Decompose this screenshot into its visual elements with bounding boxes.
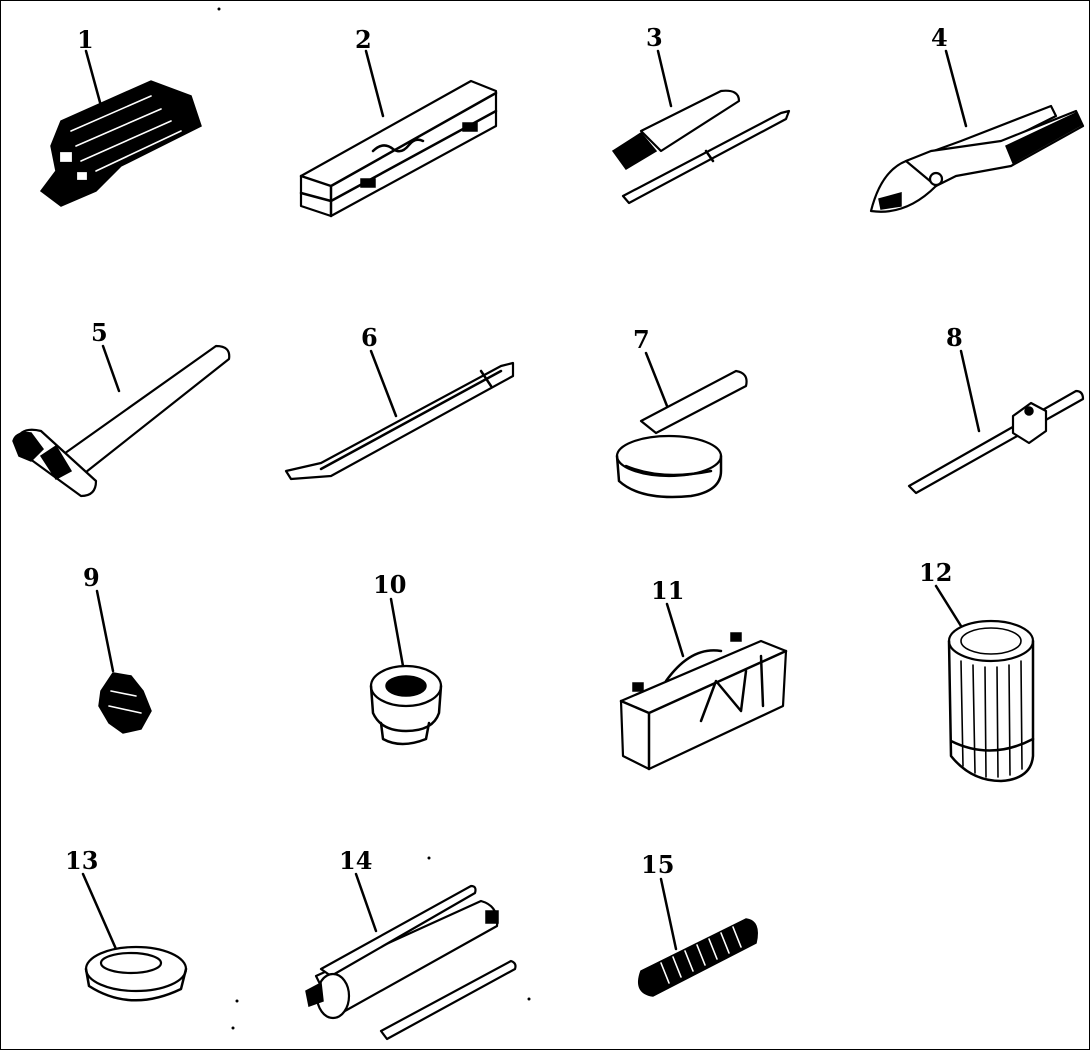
leader-line-10 xyxy=(389,597,405,668)
ring-drawing xyxy=(84,945,188,1002)
part-number-1: 1 xyxy=(77,25,94,54)
part-6: 6 xyxy=(284,323,515,481)
t-handle-drawing xyxy=(907,389,1085,495)
leader-line-13 xyxy=(81,872,118,951)
part-2: 2 xyxy=(299,25,498,218)
hammer-drawing xyxy=(12,344,231,498)
part-number-7: 7 xyxy=(633,325,650,354)
leader-line-5 xyxy=(101,344,121,393)
leader-line-15 xyxy=(659,877,678,951)
tool-box-drawing xyxy=(299,79,498,218)
part-number-11: 11 xyxy=(651,576,684,605)
pliers-drawing xyxy=(869,104,1085,213)
pry-bar-drawing xyxy=(284,361,515,481)
leader-line-6 xyxy=(369,349,398,418)
leader-line-14 xyxy=(354,872,378,933)
part-number-5: 5 xyxy=(91,318,108,347)
hex-key-set-drawing xyxy=(39,80,202,207)
part-4: 4 xyxy=(869,23,1085,213)
part-10: 10 xyxy=(369,570,443,746)
socket-drawing xyxy=(369,664,443,746)
threaded-stud-drawing xyxy=(638,918,758,997)
leader-line-8 xyxy=(959,349,981,433)
part-number-12: 12 xyxy=(919,558,952,587)
part-number-13: 13 xyxy=(65,846,98,875)
leader-line-7 xyxy=(644,351,671,413)
grease-gun-drawing xyxy=(305,884,517,1041)
leader-line-2 xyxy=(364,49,385,118)
leader-line-9 xyxy=(95,589,115,673)
leader-line-4 xyxy=(944,49,968,128)
part-number-4: 4 xyxy=(931,23,948,52)
screwdriver-drawing xyxy=(611,89,791,205)
part-1: 1 xyxy=(39,25,202,207)
part-13: 13 xyxy=(65,846,188,1002)
part-number-15: 15 xyxy=(641,850,674,879)
part-14: 14 xyxy=(305,846,517,1041)
part-11: 11 xyxy=(619,576,788,771)
part-3: 3 xyxy=(611,23,791,205)
part-number-3: 3 xyxy=(646,23,663,52)
nut-drawing xyxy=(98,672,152,734)
part-number-2: 2 xyxy=(355,25,372,54)
part-15: 15 xyxy=(638,850,758,997)
part-number-8: 8 xyxy=(946,323,963,352)
part-number-6: 6 xyxy=(361,323,378,352)
part-12: 12 xyxy=(919,558,1035,783)
filter-element-drawing xyxy=(947,619,1035,783)
leader-line-11 xyxy=(665,602,685,658)
leader-line-12 xyxy=(934,584,963,628)
tool-bag-drawing xyxy=(619,632,788,771)
part-number-10: 10 xyxy=(373,570,406,599)
part-8: 8 xyxy=(907,323,1085,495)
part-number-14: 14 xyxy=(339,846,372,875)
leader-line-1 xyxy=(84,49,103,108)
part-7: 7 xyxy=(615,325,748,499)
part-9: 9 xyxy=(83,563,152,734)
part-5: 5 xyxy=(12,318,231,498)
filter-wrench-drawing xyxy=(615,369,748,499)
leader-line-3 xyxy=(656,49,673,108)
part-number-9: 9 xyxy=(83,563,100,592)
